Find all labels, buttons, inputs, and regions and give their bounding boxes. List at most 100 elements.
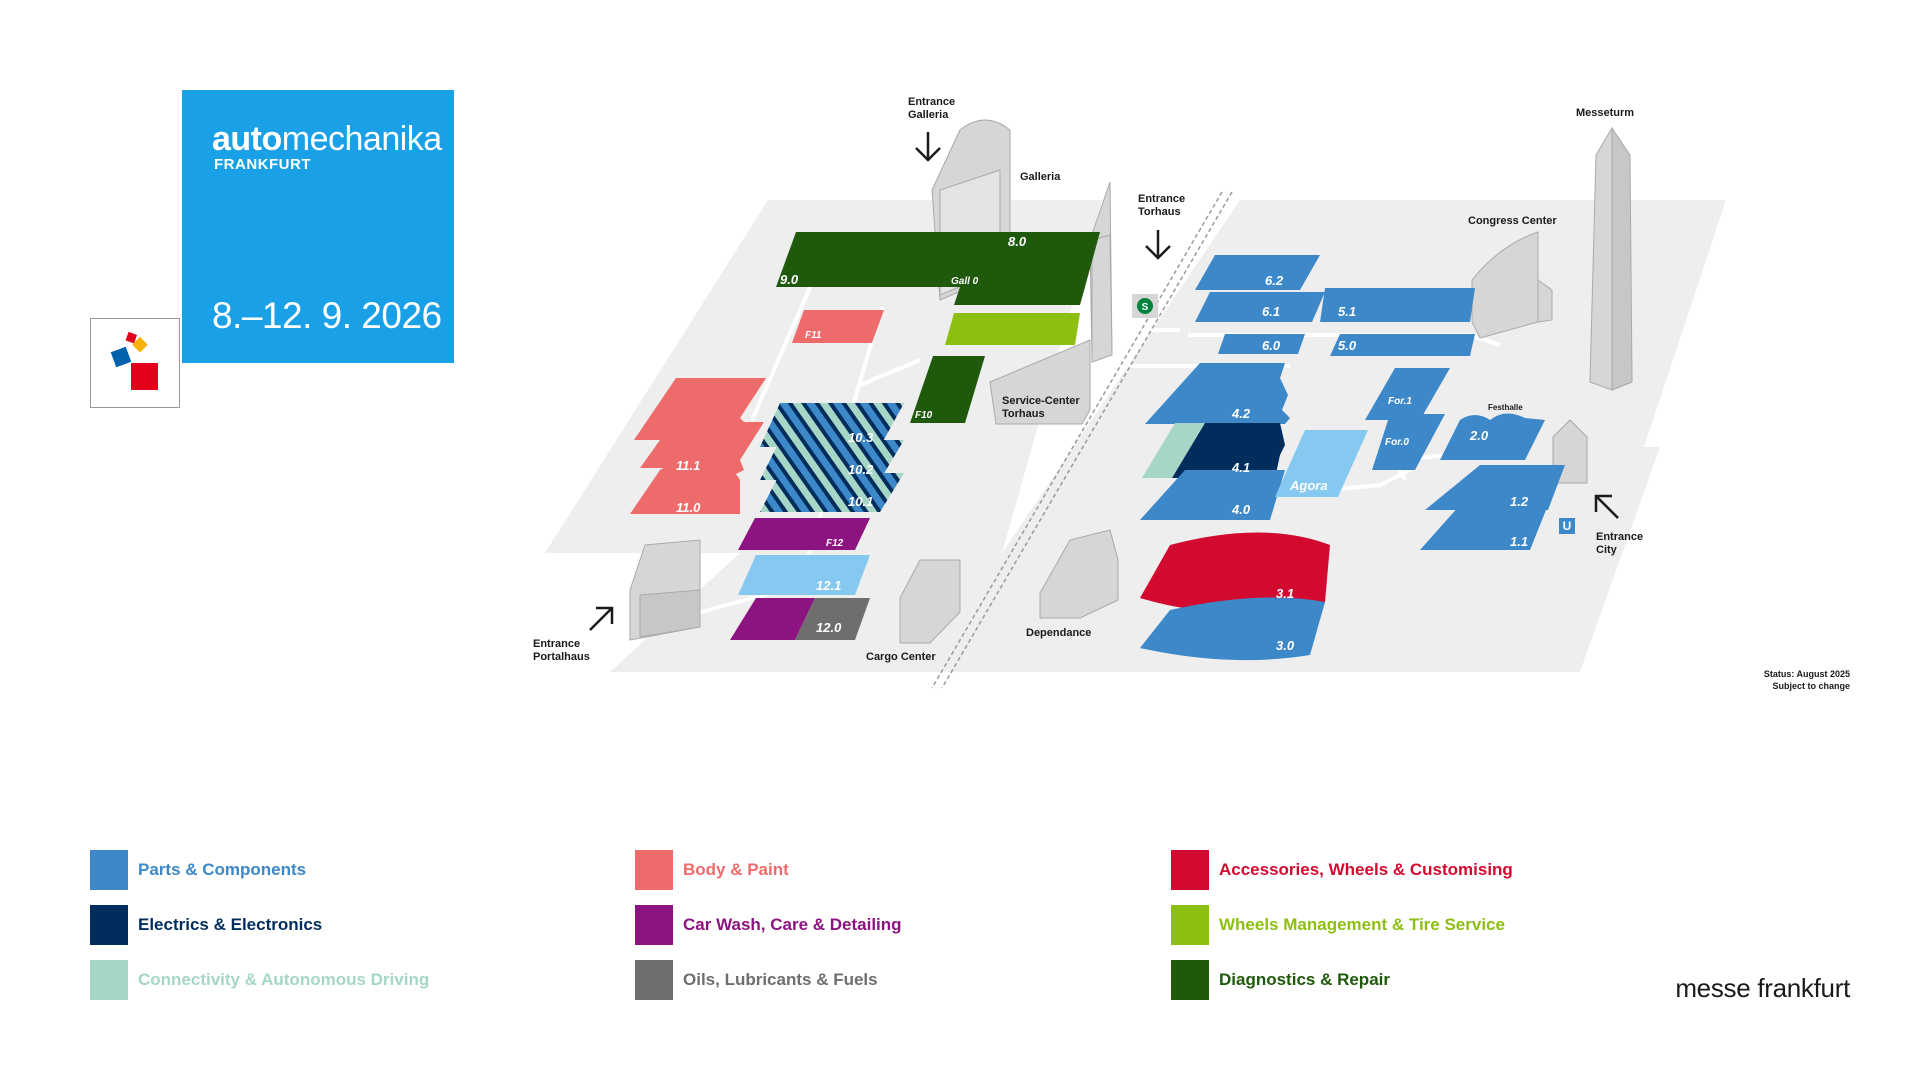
hall-forum-1[interactable]: [1365, 368, 1450, 420]
legend-swatch: [90, 960, 128, 1000]
hall-label-11-1: 11.1: [676, 458, 700, 473]
hall-11-0[interactable]: [630, 422, 764, 514]
hall-3-1[interactable]: [1140, 532, 1330, 613]
label-galleria: Galleria: [1020, 171, 1061, 183]
hall-12-1[interactable]: [738, 555, 870, 595]
messe-brand-mark: [90, 318, 180, 408]
footer-brand: messe frankfurt: [1675, 973, 1850, 1003]
event-logo: automechanika FRANKFURT 8.–12. 9. 2026: [182, 90, 454, 363]
label-messeturm: Messeturm: [1576, 107, 1634, 119]
legend-swatch: [635, 905, 673, 945]
hall-f11[interactable]: [792, 310, 884, 343]
hall-label-4-2: 4.2: [1231, 406, 1251, 421]
hall-10-3[interactable]: [760, 403, 904, 447]
hall-label-10-2: 10.2: [848, 462, 874, 477]
label-entrance-torhaus-2: Torhaus: [1138, 206, 1181, 218]
label-entrance-torhaus-1: Entrance: [1138, 193, 1185, 205]
hall-4-0[interactable]: [1140, 470, 1285, 520]
hall-5-1[interactable]: [1320, 288, 1475, 322]
hall-label-9-0: 9.0: [780, 272, 799, 287]
hall-label-gall0: Gall 0: [951, 276, 979, 287]
hall-12-0-oils[interactable]: [795, 598, 870, 640]
hall-10-2[interactable]: [760, 440, 904, 480]
hall-4-1[interactable]: [1172, 423, 1285, 478]
hall-f10[interactable]: [910, 356, 985, 423]
hall-6-0[interactable]: [1218, 334, 1305, 354]
hall-label-4-1: 4.1: [1231, 460, 1250, 475]
label-entrance-city-2: City: [1596, 544, 1618, 556]
hall-label-f12: F12: [826, 538, 844, 549]
legend-swatch: [90, 905, 128, 945]
hall-label-4-0: 4.0: [1231, 502, 1251, 517]
legend-item: Connectivity & Autonomous Driving: [90, 960, 429, 1000]
congress-center-building: [1471, 231, 1553, 339]
legend-item: Car Wash, Care & Detailing: [635, 905, 902, 945]
hall-4-1-connect[interactable]: [1142, 423, 1205, 478]
label-entrance-galleria-1: Entrance: [908, 96, 955, 108]
hall-6-1[interactable]: [1195, 292, 1325, 322]
hall-6-2[interactable]: [1195, 255, 1320, 290]
label-entrance-galleria-2: Galleria: [908, 109, 949, 121]
hall-label-f11: F11: [805, 330, 822, 341]
brand-mark-icon: [110, 331, 158, 390]
legend-swatch: [635, 850, 673, 890]
label-entrance-city-1: Entrance: [1596, 531, 1643, 543]
label-service-center-1: Service-Center: [1002, 395, 1080, 407]
legend-item: Diagnostics & Repair: [1171, 960, 1390, 1000]
hall-label-11-0: 11.0: [676, 500, 701, 515]
label-congress-center: Congress Center: [1468, 215, 1557, 227]
legend-swatch: [635, 960, 673, 1000]
service-center-building: [989, 339, 1091, 425]
legend: Parts & Components Electrics & Electroni…: [90, 850, 1590, 1010]
label-entrance-portalhaus-1: Entrance: [533, 638, 580, 650]
hall-1-1[interactable]: [1420, 505, 1548, 550]
hall-forum-0[interactable]: [1372, 414, 1445, 470]
hall-label-10-3: 10.3: [848, 430, 874, 445]
legend-item: Parts & Components: [90, 850, 306, 890]
hall-f12[interactable]: [738, 518, 870, 550]
hall-label-12-1: 12.1: [816, 578, 841, 593]
messeturm-building: [1589, 126, 1633, 391]
portalhaus-building: [629, 539, 701, 641]
status-note: Status: August 2025 Subject to change: [1763, 669, 1850, 691]
label-entrance-portalhaus-2: Portalhaus: [533, 651, 590, 663]
hall-label-2-0: 2.0: [1469, 428, 1489, 443]
hall-label-5-0: 5.0: [1338, 338, 1357, 353]
legend-item: Body & Paint: [635, 850, 789, 890]
hall-label-10-1: 10.1: [848, 494, 873, 509]
label-dependance: Dependance: [1026, 627, 1091, 639]
u-bahn-icon: U: [1559, 518, 1575, 534]
legend-swatch: [1171, 905, 1209, 945]
hall-label-1-1: 1.1: [1510, 534, 1528, 549]
hall-label-3-0: 3.0: [1276, 638, 1295, 653]
dependance-building: [1039, 529, 1119, 619]
label-festhalle: Festhalle: [1488, 403, 1523, 412]
legend-item: Wheels Management & Tire Service: [1171, 905, 1505, 945]
hall-label-1-2: 1.2: [1510, 494, 1529, 509]
arrow-up-left-icon: [1594, 494, 1619, 519]
legend-swatch: [1171, 850, 1209, 890]
legend-item: Electrics & Electronics: [90, 905, 322, 945]
hall-label-3-1: 3.1: [1276, 586, 1294, 601]
hall-label-for0: For.0: [1385, 437, 1409, 448]
hall-label-6-1: 6.1: [1262, 304, 1280, 319]
hall-8-0-tire[interactable]: [945, 313, 1080, 345]
hall-8-0-lower[interactable]: [954, 287, 1085, 305]
hall-5-0[interactable]: [1330, 334, 1475, 356]
hall-3-0[interactable]: [1140, 597, 1325, 661]
hall-2-0[interactable]: [1440, 413, 1545, 460]
hall-9-0[interactable]: [776, 232, 1100, 287]
legend-swatch: [1171, 960, 1209, 1000]
hall-agora[interactable]: [1275, 430, 1368, 497]
event-dates: 8.–12. 9. 2026: [212, 295, 442, 336]
railway: [931, 191, 1233, 689]
hall-12-0-care[interactable]: [730, 598, 815, 640]
hall-1-2[interactable]: [1425, 465, 1565, 510]
legend-swatch: [90, 850, 128, 890]
hall-4-2[interactable]: [1145, 363, 1290, 424]
hall-10-1[interactable]: [760, 473, 904, 512]
label-cargo-center: Cargo Center: [866, 651, 936, 663]
brand-name: automechanika: [212, 120, 442, 158]
legend-item: Oils, Lubricants & Fuels: [635, 960, 878, 1000]
